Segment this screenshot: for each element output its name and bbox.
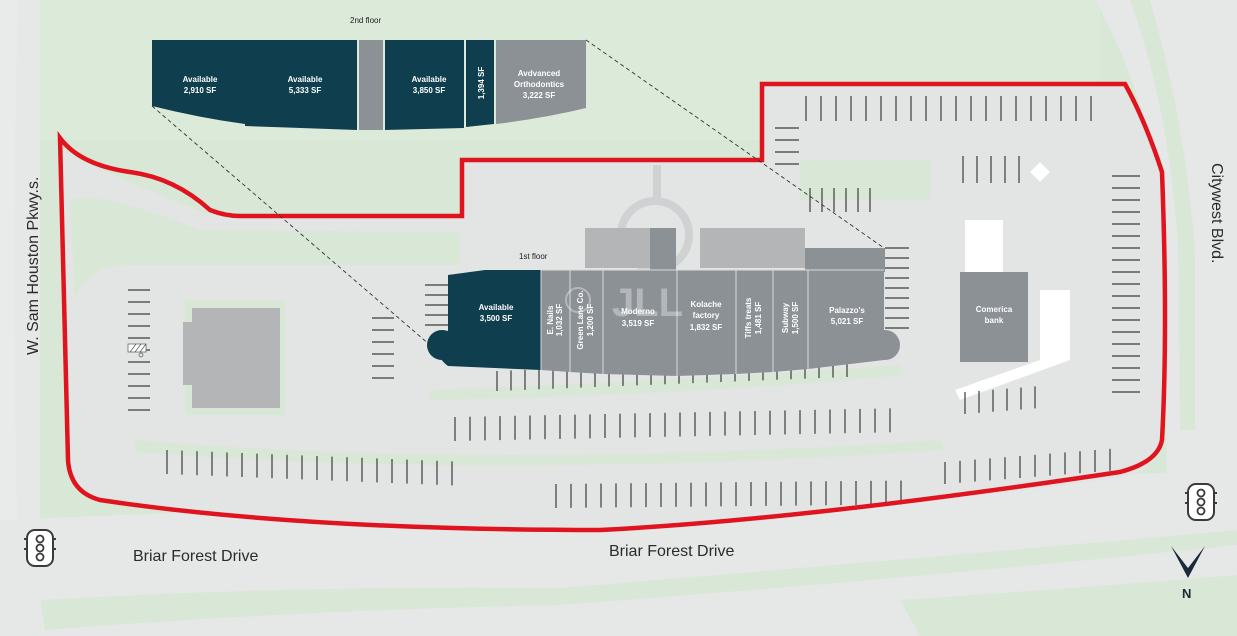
ff-unit-3-size: 3,519 SF — [622, 319, 655, 328]
ff-unit-7-size: 5,021 SF — [831, 317, 864, 326]
second-floor-label: 2nd floor — [350, 16, 381, 25]
main-building-rear — [585, 228, 650, 268]
jll-watermark: JLL — [565, 281, 683, 325]
sf-unit-common — [359, 40, 383, 130]
ff-unit-2-name: Green Lane Co. — [576, 290, 585, 349]
traffic-light-icon — [24, 529, 56, 567]
sf-unit-5-size: 3,222 SF — [523, 91, 556, 100]
pad-site-name-line2: bank — [985, 316, 1004, 325]
right-road-label: Citywest Blvd. — [1208, 163, 1225, 263]
ff-unit-0-size: 3,500 SF — [480, 314, 513, 323]
pad-site-name-line1: Comerica — [976, 305, 1013, 314]
main-building-rear-2 — [700, 228, 805, 268]
ff-unit-5-size: 1,481 SF — [754, 302, 763, 335]
pad-site-comerica — [960, 272, 1028, 362]
north-arrow-icon: N — [1171, 546, 1205, 601]
ff-unit-4-name-line2: factory — [693, 311, 720, 320]
ff-unit-moderno[interactable] — [603, 270, 677, 376]
comerica-drive-lane — [955, 290, 1070, 400]
property-boundary — [57, 81, 1168, 533]
sf-unit-3-size: 3,850 SF — [413, 86, 446, 95]
sf-unit-0-size: 2,910 SF — [184, 86, 217, 95]
ff-unit-subway[interactable] — [773, 270, 808, 372]
traffic-light-icon — [1185, 483, 1217, 521]
ff-unit-palazzos[interactable] — [808, 270, 884, 369]
ff-unit-7-name: Palazzo's — [829, 306, 865, 315]
sf-unit-3-name: Available — [412, 75, 447, 84]
sf-unit-4-size: 1,394 SF — [477, 67, 486, 100]
disabled-parking-icon — [127, 343, 147, 358]
ff-unit-green-lane[interactable] — [570, 270, 603, 374]
grass-island-bottom — [135, 440, 945, 466]
parking-stripes — [128, 96, 1140, 508]
main-building-tower — [650, 228, 676, 273]
ff-unit-e-nails[interactable] — [541, 270, 570, 372]
sf-unit-available-5333[interactable] — [236, 40, 357, 130]
ff-unit-6-size: 1,500 SF — [791, 302, 800, 335]
grass-island-top-right — [800, 160, 930, 200]
bottom-center-road-label: Briar Forest Drive — [609, 543, 734, 560]
ff-unit-2-size: 1,200 SF — [586, 304, 595, 337]
ff-unit-dividers — [540, 269, 884, 376]
ff-unit-6-name: Subway — [781, 302, 790, 333]
ff-unit-kolache[interactable] — [677, 270, 736, 376]
citywest-median — [1130, 0, 1195, 430]
sf-unit-available-1394[interactable] — [466, 40, 494, 127]
ff-unit-1-name: E. Nails — [546, 305, 555, 334]
site-feature-diamond — [1030, 162, 1050, 182]
ff-unit-1-size: 1,032 SF — [555, 304, 564, 337]
comerica-drive-thru — [965, 220, 1003, 275]
sf-unit-1-name: Available — [288, 75, 323, 84]
ff-back-mass — [805, 248, 885, 272]
grass-island-left — [70, 198, 460, 300]
sf-unit-0-name: Available — [183, 75, 218, 84]
ff-unit-0-name: Available — [479, 303, 514, 312]
first-floor-label: 1st floor — [519, 252, 548, 261]
ff-unit-tiffs[interactable] — [736, 270, 773, 374]
north-arrow-label: N — [1182, 586, 1191, 601]
plaza-path — [653, 165, 661, 205]
ff-unit-4-name-line1: Kolache — [690, 300, 722, 309]
w-sam-houston-road-edge — [0, 0, 20, 636]
grass-island-mid — [430, 365, 905, 400]
ff-unit-endcap-left — [427, 330, 457, 360]
bottom-left-road-label: Briar Forest Drive — [133, 548, 258, 565]
briar-forest-median — [40, 530, 1237, 630]
sf-unit-available-3850[interactable] — [385, 40, 464, 130]
briar-forest-median-right — [900, 575, 1237, 636]
ff-unit-available-3500[interactable] — [440, 270, 541, 370]
sf-unit-available-2910[interactable] — [152, 40, 245, 124]
sf-unit-orthodontics[interactable] — [496, 40, 586, 124]
sf-unit-5-name-line2: Orthodontics — [514, 80, 565, 89]
watermark-text: JLL — [612, 281, 683, 325]
left-road-label: W. Sam Houston Pkwy.s. — [25, 177, 42, 355]
pad-building-left — [192, 308, 280, 408]
ff-unit-5-name: Tiffs treats — [744, 297, 753, 338]
sf-unit-5-name-line1: Avdvanced — [518, 69, 561, 78]
floor-projection-lines — [151, 39, 885, 346]
ff-unit-4-size: 1,832 SF — [690, 323, 723, 332]
sf-unit-1-size: 5,333 SF — [289, 86, 322, 95]
pad-building-left-detail — [183, 322, 192, 385]
ff-unit-3-name: Moderno — [621, 307, 655, 316]
